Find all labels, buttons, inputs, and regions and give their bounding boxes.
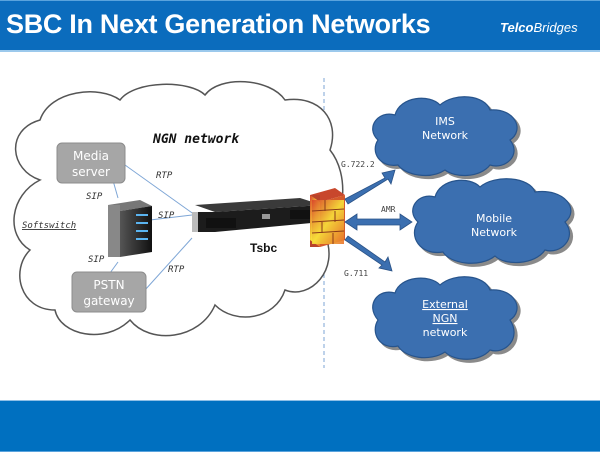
media-server-box: Media server [56, 142, 126, 184]
codec-label-mobile: AMR [381, 205, 396, 214]
connection-lines [109, 164, 196, 291]
svg-text:server: server [72, 165, 110, 179]
svg-text:IMS: IMS [435, 115, 455, 128]
codec-label-ext-ngn: G.711 [344, 269, 368, 278]
arrow-to-mobile [344, 213, 413, 231]
ims-cloud: IMS Network [372, 96, 518, 177]
svg-text:Mobile: Mobile [476, 212, 512, 225]
sip-label-media: SIP [86, 192, 103, 202]
svg-text:External: External [422, 298, 468, 311]
ngn-network-label: NGN network [152, 132, 240, 147]
sip-label-softswitch: SIP [158, 211, 175, 221]
codec-label-ims: G.722.2 [341, 160, 375, 169]
footer-banner [0, 400, 600, 452]
page-title: SBC In Next Generation Networks [6, 9, 431, 39]
sbc-device-icon [192, 198, 322, 232]
codec-arrows [344, 169, 413, 272]
sip-label-pstn: SIP [88, 255, 105, 265]
pstn-gateway-box: PSTN gateway [71, 271, 147, 313]
arrow-to-external-ngn [344, 235, 393, 272]
telcobridges-logo: TelcoBridges [500, 20, 578, 35]
softswitch-server-icon [108, 200, 152, 257]
svg-text:Network: Network [422, 129, 469, 142]
softswitch-label: Softswitch [22, 221, 76, 231]
svg-text:Network: Network [471, 226, 518, 239]
rtp-label-media: RTP [156, 171, 173, 181]
mobile-cloud: Mobile Network [412, 178, 572, 264]
header-banner: SBC In Next Generation Networks TelcoBri… [0, 0, 600, 52]
external-ngn-cloud: External NGN network [372, 276, 518, 360]
svg-text:Media: Media [73, 149, 109, 163]
svg-text:PSTN: PSTN [93, 278, 124, 292]
svg-text:NGN: NGN [433, 312, 458, 325]
arrow-to-ims [344, 169, 396, 205]
svg-text:network: network [423, 326, 468, 339]
firewall-icon [310, 188, 345, 247]
svg-text:gateway: gateway [83, 294, 134, 308]
sbc-label: Tsbc [250, 241, 277, 255]
rtp-label-pstn: RTP [168, 265, 185, 275]
